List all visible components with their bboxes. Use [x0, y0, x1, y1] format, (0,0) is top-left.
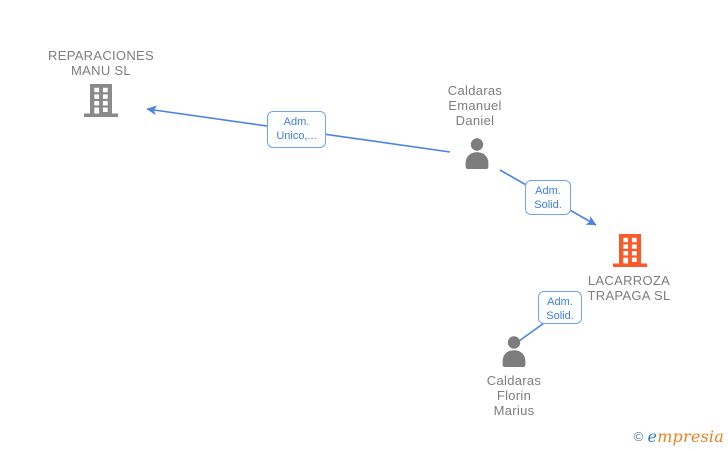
building-icon[interactable] — [83, 83, 119, 118]
copyright-icon: © — [633, 429, 644, 444]
node-label-reparaciones-manu-sl: REPARACIONES MANU SL — [21, 48, 181, 78]
edge-label-adm-solid-top[interactable]: Adm. Solid. — [525, 180, 571, 215]
node-label-caldaras-emanuel-daniel: Caldaras Emanuel Daniel — [425, 83, 525, 128]
empresia-logo[interactable]: ©empresia — [634, 427, 724, 446]
person-icon[interactable] — [461, 137, 493, 169]
edge-label-adm-solid-bottom[interactable]: Adm. Solid. — [538, 291, 582, 324]
building-icon[interactable] — [612, 233, 648, 268]
person-icon[interactable] — [498, 335, 530, 367]
node-label-caldaras-florin-marius: Caldaras Florin Marius — [464, 373, 564, 418]
empresia-logo-text: mpresia — [657, 427, 724, 446]
edge-label-adm-unico[interactable]: Adm. Unico,... — [267, 111, 326, 148]
empresia-logo-e: e — [647, 427, 658, 446]
